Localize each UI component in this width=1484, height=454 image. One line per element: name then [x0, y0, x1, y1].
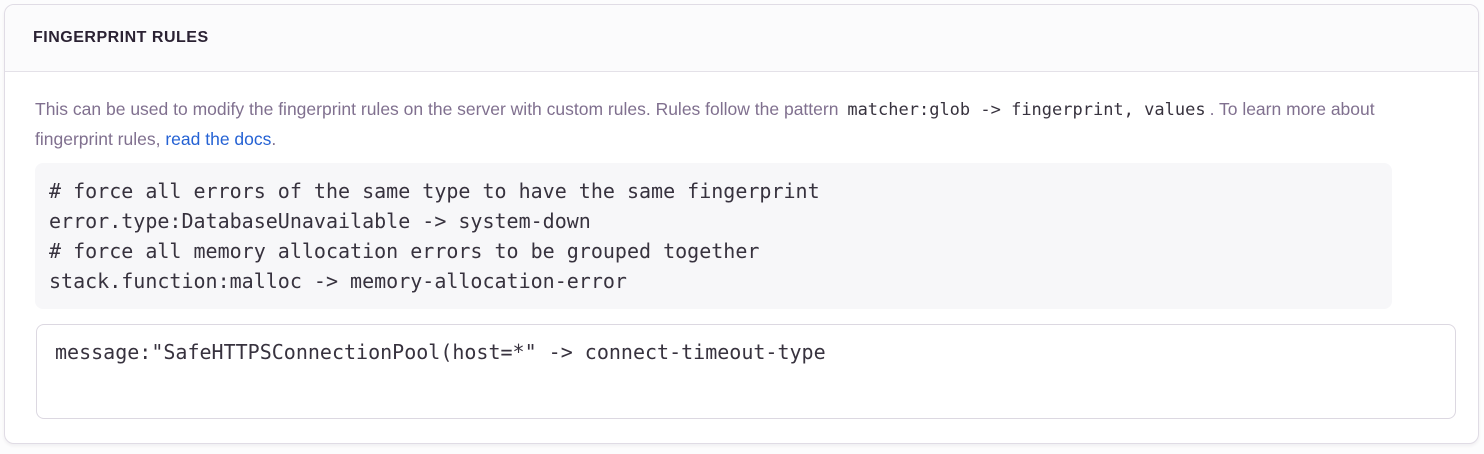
panel-title: FINGERPRINT RULES [33, 29, 209, 46]
code-line: stack.function:malloc -> memory-allocati… [49, 269, 627, 293]
description-period: . [271, 129, 277, 149]
panel-header: FINGERPRINT RULES [5, 5, 1478, 72]
fingerprint-rules-input[interactable]: message:"SafeHTTPSConnectionPool(host=*"… [36, 324, 1456, 419]
field-description: This can be used to modify the fingerpri… [35, 95, 1385, 154]
panel-body: This can be used to modify the fingerpri… [5, 72, 1478, 443]
description-text-after: . To learn more about fingerprint rules, [35, 99, 1375, 149]
fingerprint-rules-panel: FINGERPRINT RULES This can be used to mo… [4, 4, 1479, 444]
pattern-inline-code: matcher:glob -> fingerprint, values [847, 100, 1206, 120]
code-line: # force all errors of the same type to h… [49, 179, 820, 203]
description-text-before: This can be used to modify the fingerpri… [35, 99, 839, 119]
code-line: # force all memory allocation errors to … [49, 239, 760, 263]
example-code-block: # force all errors of the same type to h… [35, 163, 1392, 309]
code-line: error.type:DatabaseUnavailable -> system… [49, 209, 591, 233]
read-the-docs-link[interactable]: read the docs [165, 129, 272, 149]
